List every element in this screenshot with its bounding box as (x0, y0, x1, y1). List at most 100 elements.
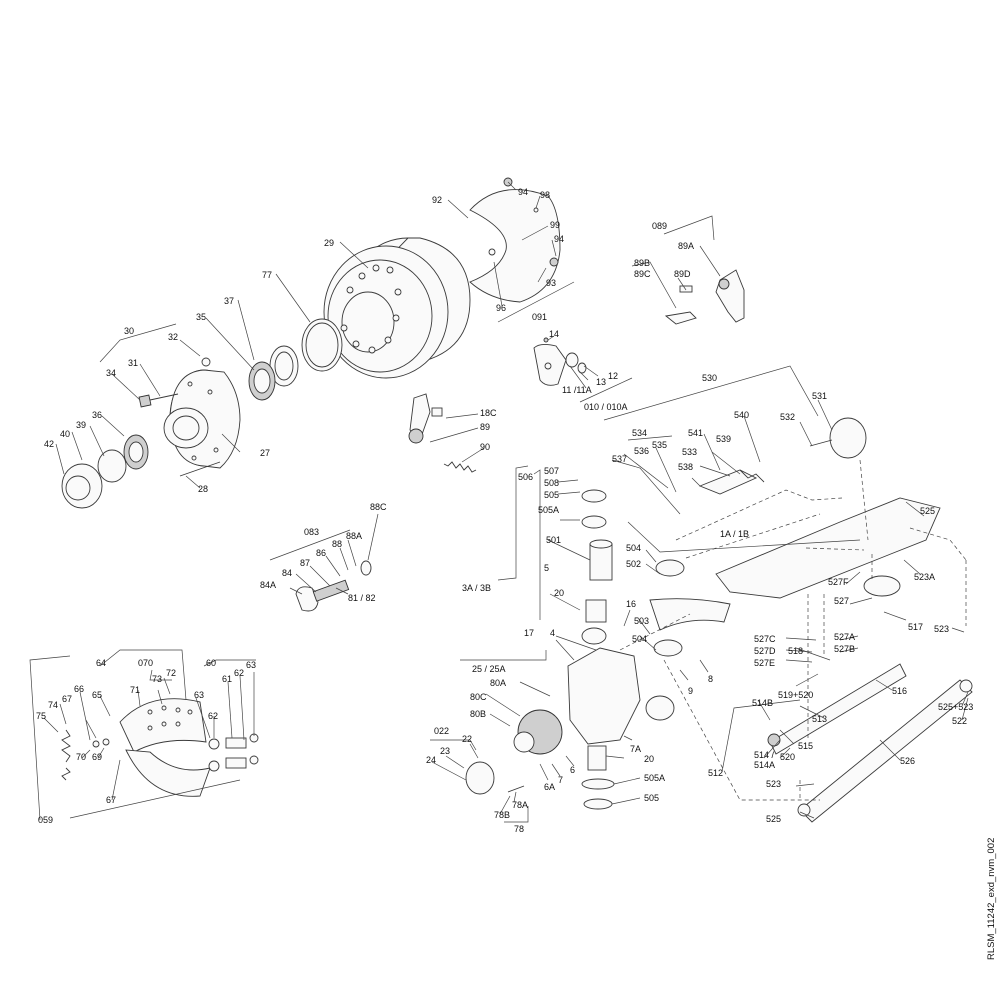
callout: 87 (300, 558, 310, 568)
callout: 537 (612, 454, 627, 464)
callout: 7 (558, 775, 563, 785)
callout: 505A (538, 505, 559, 515)
callout: 513 (812, 714, 827, 724)
callout: 11 /11A (562, 385, 592, 395)
callout: 3A / 3B (462, 583, 491, 593)
pin-28 (179, 461, 221, 477)
callout: 505 (644, 793, 659, 803)
callout: 512 (708, 768, 723, 778)
axle-beam (649, 497, 941, 631)
callout: 14 (549, 329, 559, 339)
callout: 35 (196, 312, 206, 322)
wheel-hub (163, 369, 241, 469)
callout: 99 (550, 220, 560, 230)
callout: 88 (332, 539, 342, 549)
callout: 92 (432, 195, 442, 205)
wheel-stud-and-nut (138, 393, 179, 408)
callout: 508 (544, 478, 559, 488)
bearing-24 (465, 761, 495, 795)
callout: 525 (766, 814, 781, 824)
bearing-35 (248, 361, 276, 401)
steering-knuckle (513, 627, 675, 755)
callout: 77 (262, 270, 272, 280)
callout: 525+523 (938, 702, 973, 712)
callout: 517 (908, 622, 923, 632)
callout: 523 (934, 624, 949, 634)
callout: 27 (260, 448, 270, 458)
callout: 091 (532, 312, 547, 322)
callout: 540 (734, 410, 749, 420)
callout: 523A (914, 572, 935, 582)
callout: 519+520 (778, 690, 813, 700)
callout: 73 (152, 674, 162, 684)
callout: 80A (490, 678, 506, 688)
callout: 4 (550, 628, 555, 638)
brake-chamber-530 (698, 417, 867, 495)
callout: 083 (304, 527, 319, 537)
callout: 80B (470, 709, 486, 719)
callout: 69 (92, 752, 102, 762)
callout: 36 (92, 410, 102, 420)
callout: 535 (652, 440, 667, 450)
callout: 527C (754, 634, 776, 644)
callout: 518 (788, 646, 803, 656)
callout: 505 (544, 490, 559, 500)
callout: 67 (62, 694, 72, 704)
callout: 39 (76, 420, 86, 430)
shoe-rollers-and-pins (208, 733, 259, 772)
callout: 502 (626, 559, 641, 569)
slack-adjuster-089 (664, 269, 745, 325)
seal-504 (655, 559, 685, 577)
callout: 12 (608, 371, 618, 381)
callout: 527F (828, 577, 849, 587)
callout: 64 (96, 658, 106, 668)
callout: 66 (74, 684, 84, 694)
callout: 89C (634, 269, 651, 279)
callout: 20 (644, 754, 654, 764)
callout: 514 / (754, 750, 775, 760)
callout: 070 (138, 658, 153, 668)
callout: 6 (570, 765, 575, 775)
callout: 527E (754, 658, 775, 668)
callout: 40 (60, 429, 70, 439)
callout: 532 (780, 412, 795, 422)
callout: 71 (130, 685, 140, 695)
callout: 504 (626, 543, 641, 553)
callout: 059 (38, 815, 53, 825)
callout: 527 (834, 596, 849, 606)
callout: 34 (106, 368, 116, 378)
assembly-dashed-lines (619, 459, 967, 801)
callout: 37 (224, 296, 234, 306)
callout: 1A / 1B (720, 529, 749, 539)
callout: 18C (480, 408, 497, 418)
callout: 501 (546, 535, 561, 545)
callout: 506 (518, 472, 533, 482)
callout: 78 (514, 824, 524, 834)
bushing-20-top (585, 599, 607, 623)
callout: 507 (544, 466, 559, 476)
callout: 89B (634, 258, 650, 268)
callout: 022 (434, 726, 449, 736)
callout: 531 (812, 391, 827, 401)
callout: 70 (76, 752, 86, 762)
callout: 516 (892, 686, 907, 696)
callout: 31 (128, 358, 138, 368)
callout: 80C (470, 692, 487, 702)
pin-78 (507, 785, 525, 793)
callout: 23 (440, 746, 450, 756)
callout: 527D (754, 646, 776, 656)
callout: 22 (462, 734, 472, 744)
callout: 515 (798, 741, 813, 751)
callout: 93 (546, 278, 556, 288)
callout: 9 (688, 686, 693, 696)
camshaft-083 (295, 560, 372, 612)
callout: 89 (480, 422, 490, 432)
callout: 16 (626, 599, 636, 609)
callout: 6A (544, 782, 555, 792)
callout: 94 (518, 187, 528, 197)
callout: 29 (324, 238, 334, 248)
callout: 089 (652, 221, 667, 231)
callout: 533 (682, 447, 697, 457)
leader-lines (29, 181, 969, 823)
